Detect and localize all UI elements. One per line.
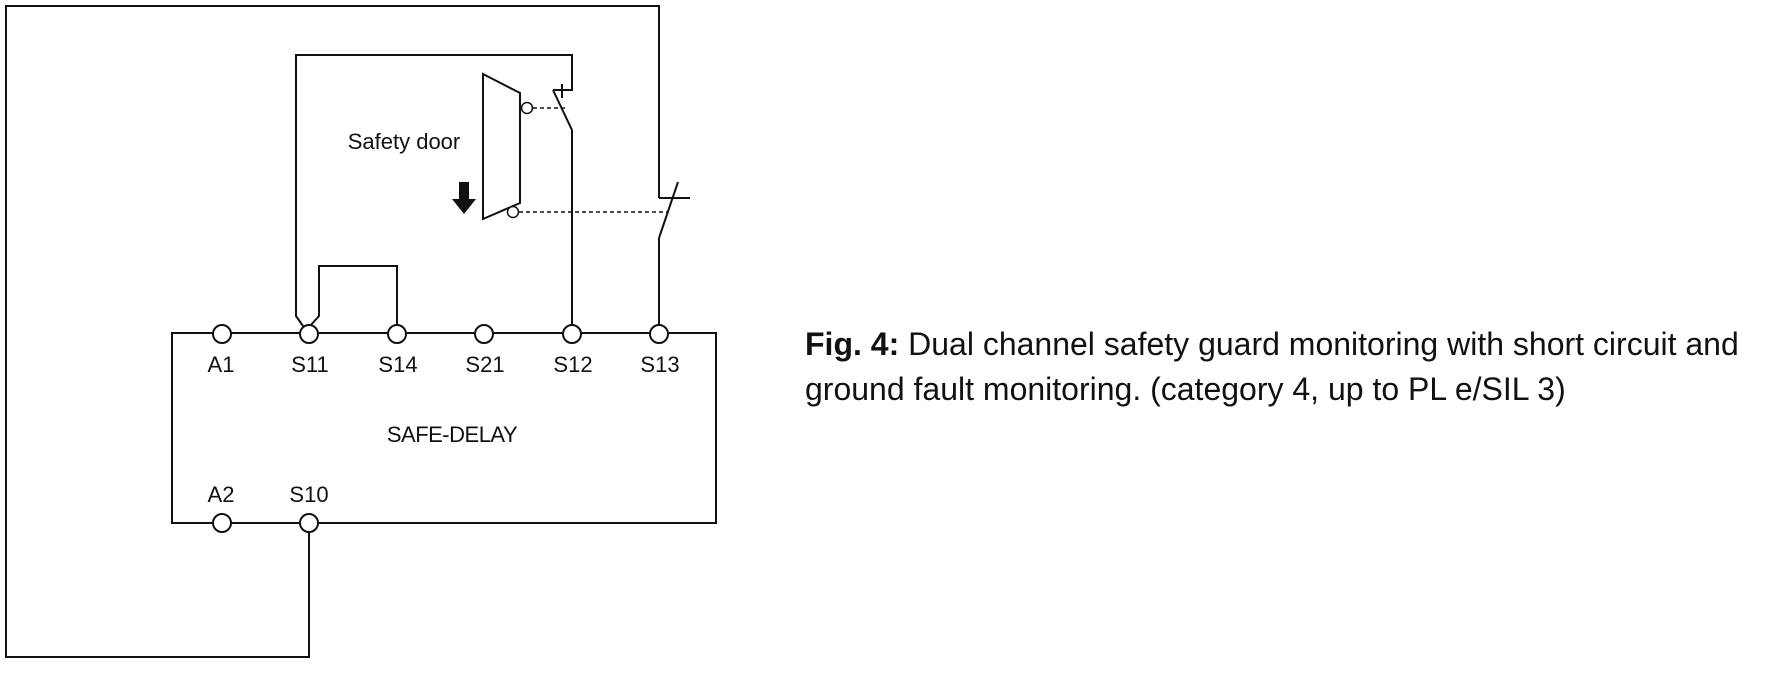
wire-s11-s14-jumper — [309, 265, 398, 327]
safety-door-icon — [482, 72, 521, 221]
terminal-s21-icon — [474, 324, 494, 344]
terminal-label-s11: S11 — [291, 352, 329, 377]
terminal-s12-icon — [562, 324, 582, 344]
terminal-label-a2: A2 — [208, 482, 235, 507]
terminal-label-s12: S12 — [553, 352, 592, 377]
terminal-a1-icon — [212, 324, 232, 344]
figure-caption-text: Dual channel safety guard monitoring wit… — [805, 326, 1739, 407]
terminal-a2-icon — [212, 513, 232, 533]
terminal-label-s21: S21 — [465, 352, 504, 377]
terminal-label-s10: S10 — [289, 482, 328, 507]
device-label: SAFE-DELAY — [387, 422, 518, 447]
terminal-s14-icon — [387, 324, 407, 344]
safety-door-label: Safety door — [348, 129, 461, 154]
terminal-s11-icon — [299, 324, 319, 344]
wire-s11-s12-loop — [295, 54, 573, 327]
switch-s13-blade — [658, 181, 679, 239]
figure-caption-label: Fig. 4: — [805, 326, 900, 362]
arrow-down-icon — [452, 182, 476, 214]
switch-s12-blade — [552, 89, 573, 131]
terminal-label-a1: A1 — [208, 352, 235, 377]
terminal-label-s13: S13 — [640, 352, 679, 377]
safe-delay-box — [171, 332, 717, 524]
terminal-label-s14: S14 — [378, 352, 417, 377]
terminal-s13-icon — [649, 324, 669, 344]
terminal-s10-icon — [299, 513, 319, 533]
door-actuator-bottom-icon — [506, 205, 520, 219]
figure-caption: Fig. 4: Dual channel safety guard monito… — [805, 322, 1780, 412]
wire-s10-s13-loop — [5, 5, 660, 658]
door-actuator-top-icon — [520, 101, 534, 115]
